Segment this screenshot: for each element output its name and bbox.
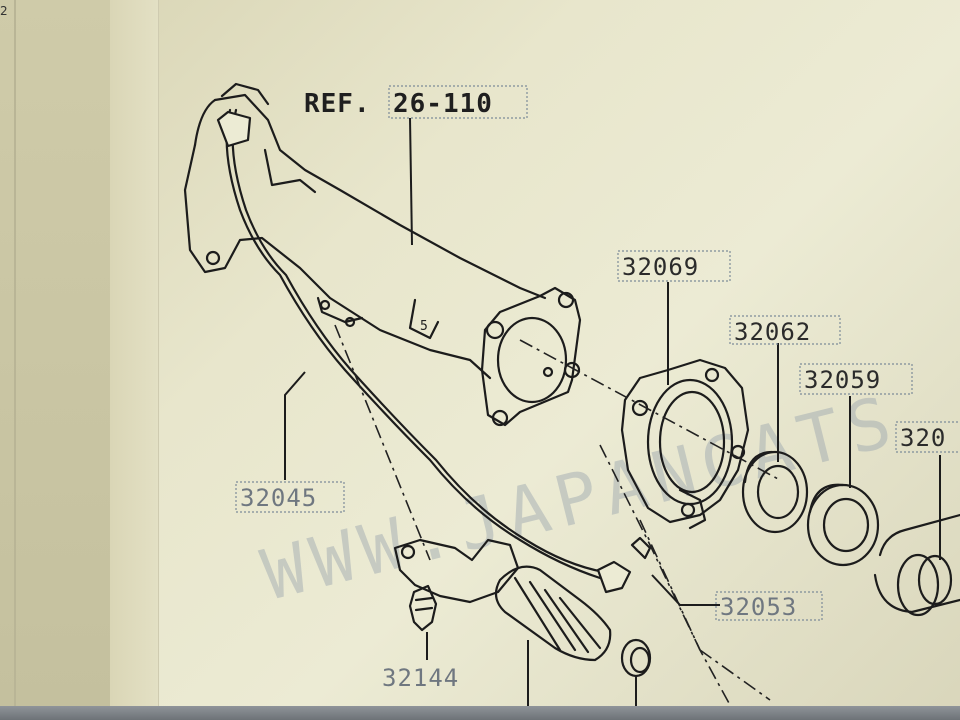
- window-bottom-bezel: [0, 706, 960, 720]
- part-label-320-cut[interactable]: 320: [895, 421, 960, 453]
- bleeder-bolt[interactable]: [408, 584, 438, 632]
- part-label-32062[interactable]: 32062: [729, 315, 841, 346]
- part-label-box: [617, 250, 731, 282]
- bearing-retainer[interactable]: [620, 358, 750, 530]
- part-label-box: [799, 363, 913, 395]
- part-number: 32069: [622, 253, 699, 281]
- reference-prefix: REF.: [304, 89, 371, 119]
- part-label-box: [715, 591, 823, 621]
- part-number: 32144: [382, 664, 459, 692]
- leader-lines: [284, 117, 941, 720]
- left-panel-divider: [14, 0, 16, 720]
- housing-mark: 5: [420, 319, 428, 334]
- corner-page-number: 2: [0, 4, 8, 18]
- center-lines: [334, 324, 781, 706]
- watermark-text: WWW.JAPANCATS: [254, 379, 906, 616]
- bearing-320xx[interactable]: [873, 513, 960, 617]
- part-number: 32053: [720, 593, 797, 621]
- reference-label[interactable]: REF. 26-110: [304, 85, 528, 119]
- part-label-32144[interactable]: 32144: [382, 664, 459, 692]
- clip-32053[interactable]: [630, 536, 652, 560]
- seal-32059[interactable]: [806, 483, 880, 567]
- part-number: 320: [900, 424, 946, 452]
- sensor-harness[interactable]: [216, 82, 632, 594]
- bushing[interactable]: [620, 638, 652, 678]
- part-label-box: [895, 421, 960, 453]
- axle-housing[interactable]: 5: [183, 93, 582, 427]
- part-label-box: [729, 315, 841, 345]
- oil-seal-32062[interactable]: [741, 450, 809, 534]
- part-label-32069[interactable]: 32069: [617, 250, 731, 282]
- part-label-32053[interactable]: 32053: [715, 591, 823, 621]
- part-label-32045[interactable]: 32045: [235, 481, 345, 513]
- brake-cylinder[interactable]: [393, 538, 612, 662]
- part-number: 32062: [734, 318, 811, 346]
- part-label-32059[interactable]: 32059: [799, 363, 913, 395]
- part-label-box: [235, 481, 345, 513]
- reference-code: 26-110: [393, 89, 493, 119]
- part-number: 32059: [804, 366, 881, 394]
- reference-box: [388, 85, 528, 119]
- part-number: 32045: [240, 484, 317, 512]
- page-margin: [110, 0, 159, 720]
